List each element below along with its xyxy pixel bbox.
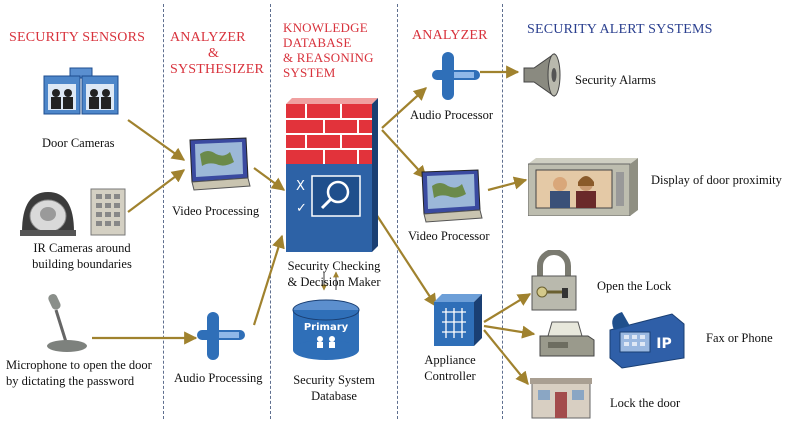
arrow	[252, 234, 285, 326]
label-line: & Decision Maker	[287, 275, 381, 289]
padlock-icon	[531, 250, 577, 311]
audio-processor-icon	[432, 52, 480, 100]
header-security-alert-systems: SECURITY ALERT SYSTEMS	[527, 22, 713, 37]
label-line: Appliance	[424, 353, 476, 367]
phone-badge: IP	[656, 336, 671, 352]
header-line: ANALYZER	[170, 30, 246, 45]
arrow	[381, 87, 427, 129]
firewall-decision-icon: X ✓	[286, 98, 378, 252]
label-line: Security Checking	[287, 259, 381, 273]
label-door-cameras: Door Cameras	[42, 136, 115, 150]
ip-phone-icon: IP	[609, 312, 685, 369]
header-security-sensors: SECURITY SENSORS	[9, 30, 146, 45]
label-microphone: Microphone to open the door by dictating…	[6, 357, 152, 389]
label-line: Security System	[293, 373, 375, 387]
header-analyzer-synthesizer: ANALYZER & SYSTHESIZER	[170, 30, 264, 78]
header-line: KNOWLEDGE	[283, 20, 368, 35]
arrow	[127, 169, 186, 213]
label-audio-processor: Audio Processor	[410, 108, 493, 122]
header-line: SYSTEM	[283, 65, 336, 80]
database-icon: Primary	[292, 299, 360, 360]
label-video-processing: Video Processing	[172, 204, 260, 218]
label-appliance-controller: Appliance Controller	[414, 352, 486, 384]
label-audio-processing: Audio Processing	[174, 371, 263, 385]
label-line: IR Cameras around	[33, 241, 131, 255]
svg-text:X: X	[296, 179, 305, 194]
header-analyzer: ANALYZER	[412, 28, 488, 43]
column-separator	[502, 4, 503, 419]
label-lock-door: Lock the door	[610, 396, 681, 410]
label-open-lock: Open the Lock	[597, 279, 672, 293]
label-display: Display of door proximity	[651, 173, 782, 187]
header-line: DATABASE	[283, 35, 352, 50]
arrow	[487, 176, 528, 192]
column-separator	[397, 4, 398, 419]
arrow	[127, 119, 186, 161]
column-separator	[270, 4, 271, 419]
video-processing-monitor-icon	[189, 137, 251, 191]
header-line: & REASONING	[283, 50, 374, 65]
label-line: Microphone to open the door	[6, 358, 152, 372]
label-video-processor: Video Processor	[408, 229, 490, 243]
label-line: by dictating the password	[6, 374, 135, 388]
label-ir-cameras: IR Cameras around building boundaries	[22, 240, 142, 272]
video-processor-monitor-icon	[421, 169, 483, 223]
column-separator	[163, 4, 164, 419]
appliance-controller-icon	[434, 294, 482, 346]
audio-processing-icon	[197, 312, 245, 360]
door-building-icon	[530, 378, 592, 419]
microphone-icon	[47, 293, 87, 352]
fax-icon	[539, 321, 595, 357]
label-line: Controller	[424, 369, 476, 383]
arrow	[483, 293, 532, 323]
arrow	[381, 129, 427, 179]
ir-camera-icon	[20, 192, 76, 236]
door-cameras-icon	[43, 67, 119, 115]
label-fax-phone: Fax or Phone	[706, 331, 773, 345]
label-line: building boundaries	[32, 257, 132, 271]
header-line: &	[208, 46, 220, 61]
header-knowledge: KNOWLEDGE DATABASE & REASONING SYSTEM	[283, 20, 374, 80]
arrow	[483, 324, 536, 339]
alarm-speaker-icon	[523, 53, 561, 97]
arrow	[483, 329, 529, 386]
label-line: Database	[311, 389, 357, 403]
arrow	[253, 167, 286, 191]
label-security-alarms: Security Alarms	[575, 73, 656, 87]
display-tv-icon	[528, 158, 638, 216]
arrow	[375, 213, 437, 308]
svg-text:✓: ✓	[296, 201, 307, 216]
label-security-checking: Security Checking & Decision Maker	[284, 258, 384, 290]
keypad-icon	[90, 188, 126, 236]
database-badge: Primary	[304, 322, 349, 333]
label-security-db: Security System Database	[284, 372, 384, 404]
header-line: SYSTHESIZER	[170, 62, 264, 77]
